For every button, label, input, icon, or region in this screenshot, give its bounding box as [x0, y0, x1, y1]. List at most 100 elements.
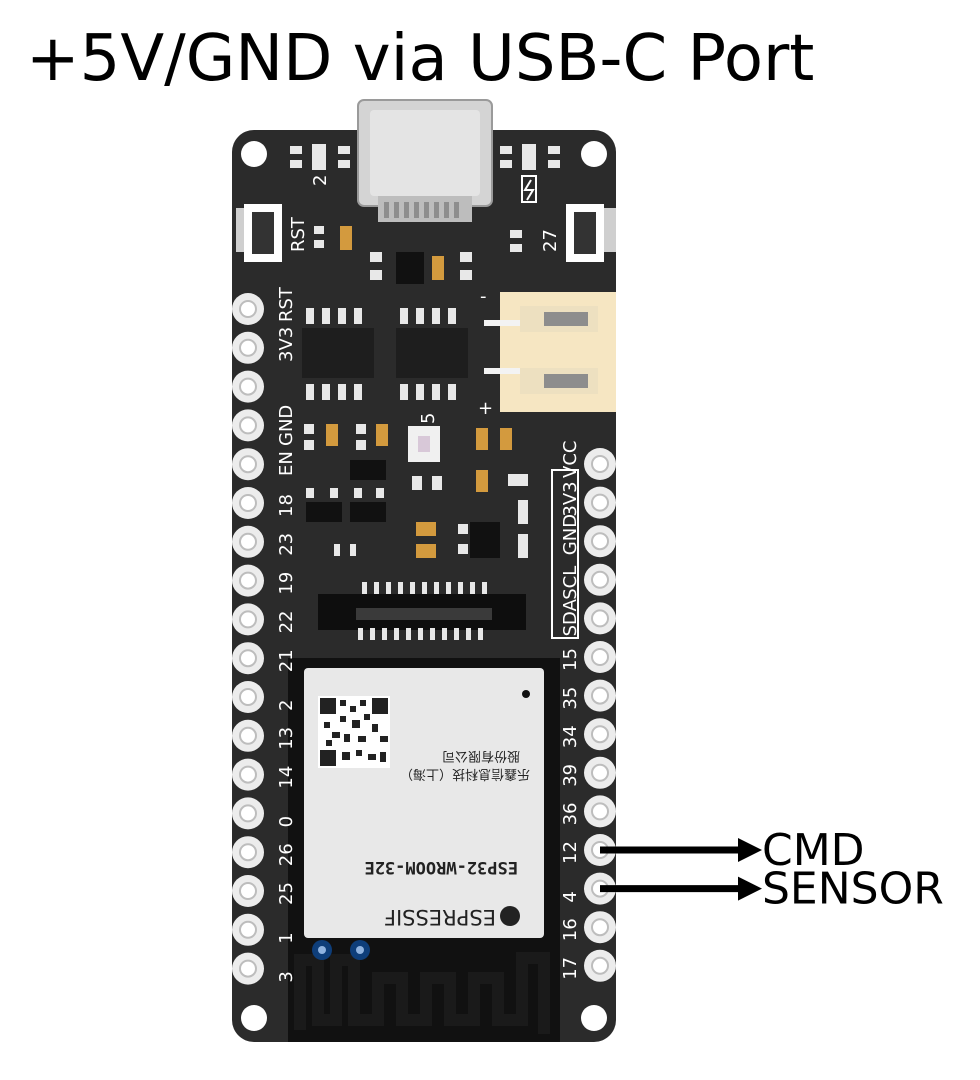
- connection-label: CMD: [762, 825, 865, 876]
- left-pin-label: 21: [276, 649, 297, 672]
- left-pin-label: 3V3: [276, 327, 297, 362]
- fpc-connector: [318, 582, 526, 640]
- left-pin-label: 3: [276, 971, 297, 982]
- right-pin-label: 15: [560, 648, 581, 671]
- ic-right: [396, 308, 468, 400]
- right-pin-label: VCC: [560, 441, 581, 478]
- module-brand: ESPRESSIF: [384, 905, 496, 929]
- right-pin-label: SCL: [560, 566, 581, 600]
- right-pin-pad: [584, 911, 616, 944]
- left-pin-pad: [232, 370, 264, 403]
- mount-hole-top-right: [581, 141, 607, 167]
- ic-left: [302, 308, 374, 400]
- module-model: ESP32-WROOM-32E: [364, 857, 518, 877]
- left-pin-pad: [232, 758, 264, 791]
- right-pin-label: 35: [560, 687, 581, 710]
- arrow-head: [738, 838, 762, 862]
- mount-hole-bottom-left: [241, 1005, 267, 1031]
- connection-cmd: CMD: [600, 825, 865, 876]
- left-pin-pad: [232, 913, 264, 946]
- left-pin-label: RST: [276, 286, 297, 322]
- left-pin-label: 19: [276, 572, 297, 595]
- battery-plus-label: +: [478, 398, 493, 419]
- left-pin-pad: [232, 681, 264, 713]
- right-pin-pad: [584, 448, 616, 480]
- right-pin-label: 36: [560, 802, 581, 825]
- led-charge: [522, 144, 536, 170]
- mount-hole-top-left: [241, 141, 267, 167]
- led-5-label: 5: [418, 413, 439, 424]
- right-pin-label: 12: [560, 841, 581, 864]
- right-pin-pad: [584, 641, 616, 673]
- right-pin-label: 39: [560, 764, 581, 787]
- rst-button: [236, 204, 282, 262]
- left-pin-label: EN: [276, 451, 297, 476]
- left-pin-pad: [232, 603, 264, 636]
- left-pin-label: 23: [276, 533, 297, 556]
- arrow-head: [738, 876, 762, 901]
- mount-hole-bottom-right: [581, 1005, 607, 1031]
- qr-code: [318, 696, 390, 768]
- right-pin-label: 4: [560, 891, 581, 902]
- i2c-label-box: [551, 469, 579, 639]
- battery-connector: [484, 292, 616, 412]
- left-pin-pad: [232, 409, 264, 442]
- connection-sensor: SENSOR: [600, 864, 944, 915]
- left-pin-label: 14: [276, 766, 297, 789]
- left-pin-label: 18: [276, 494, 297, 517]
- module-maker-line2: 股份有限公司: [442, 748, 520, 763]
- left-pin-pad: [232, 797, 264, 830]
- rst-button-label: RST: [288, 216, 309, 252]
- left-pin-pad: [232, 642, 264, 675]
- left-pin-label: 25: [276, 882, 297, 905]
- right-pin-label: GND: [560, 514, 581, 555]
- left-pin-label: 0: [276, 816, 297, 827]
- battery-minus-label: -: [480, 286, 487, 307]
- io27-button: [566, 204, 616, 262]
- left-pin-label: 22: [276, 610, 297, 633]
- left-pin-pad: [232, 448, 264, 481]
- module-maker-line1: 乐鑫信息科技（上海）: [400, 766, 530, 782]
- diagram-title: +5V/GND via USB-C Port: [26, 22, 815, 96]
- left-pin-label: 13: [276, 727, 297, 750]
- right-pin-pad: [584, 563, 616, 596]
- left-pin-pad: [232, 952, 264, 985]
- left-pin-label: GND: [276, 405, 297, 446]
- left-pin-pad: [232, 719, 264, 752]
- right-pin-pad: [584, 756, 616, 789]
- left-pin-pad: [232, 525, 264, 558]
- right-pin-pad: [584, 795, 616, 828]
- left-pin-pad: [232, 293, 264, 325]
- right-pin-pad: [584, 679, 616, 712]
- left-pin-pad: [232, 875, 264, 907]
- connection-label: SENSOR: [762, 864, 944, 915]
- left-pin-pad: [232, 487, 264, 519]
- io27-button-label: 27: [540, 229, 561, 252]
- antenna-trace: [294, 952, 550, 1034]
- left-pin-label: 1: [276, 932, 297, 943]
- charge-icon: [521, 175, 537, 203]
- right-pin-label: 34: [560, 725, 581, 748]
- left-pin-pad: [232, 564, 264, 597]
- left-pin-pad: [232, 331, 264, 364]
- esp32-module: 股份有限公司 乐鑫信息科技（上海） ESP32-WROOM-32E ESPRES…: [288, 658, 560, 1042]
- right-pin-pad: [584, 602, 616, 635]
- led-2-label: 2: [310, 175, 331, 186]
- usb-c-port: [357, 99, 493, 222]
- left-pin-pad: [232, 836, 264, 869]
- right-pin-label: 3V3: [560, 481, 581, 516]
- left-pin-label: 2: [276, 700, 297, 711]
- right-pin-pad: [584, 486, 616, 519]
- right-pin-label: 17: [560, 957, 581, 980]
- right-pin-pad: [584, 949, 616, 982]
- right-pin-label: SDA: [560, 598, 581, 636]
- right-pin-pad: [584, 718, 616, 751]
- right-pin-label: 16: [560, 918, 581, 941]
- left-pin-label: 26: [276, 843, 297, 866]
- right-pin-pad: [584, 525, 616, 558]
- led-2: [312, 144, 326, 170]
